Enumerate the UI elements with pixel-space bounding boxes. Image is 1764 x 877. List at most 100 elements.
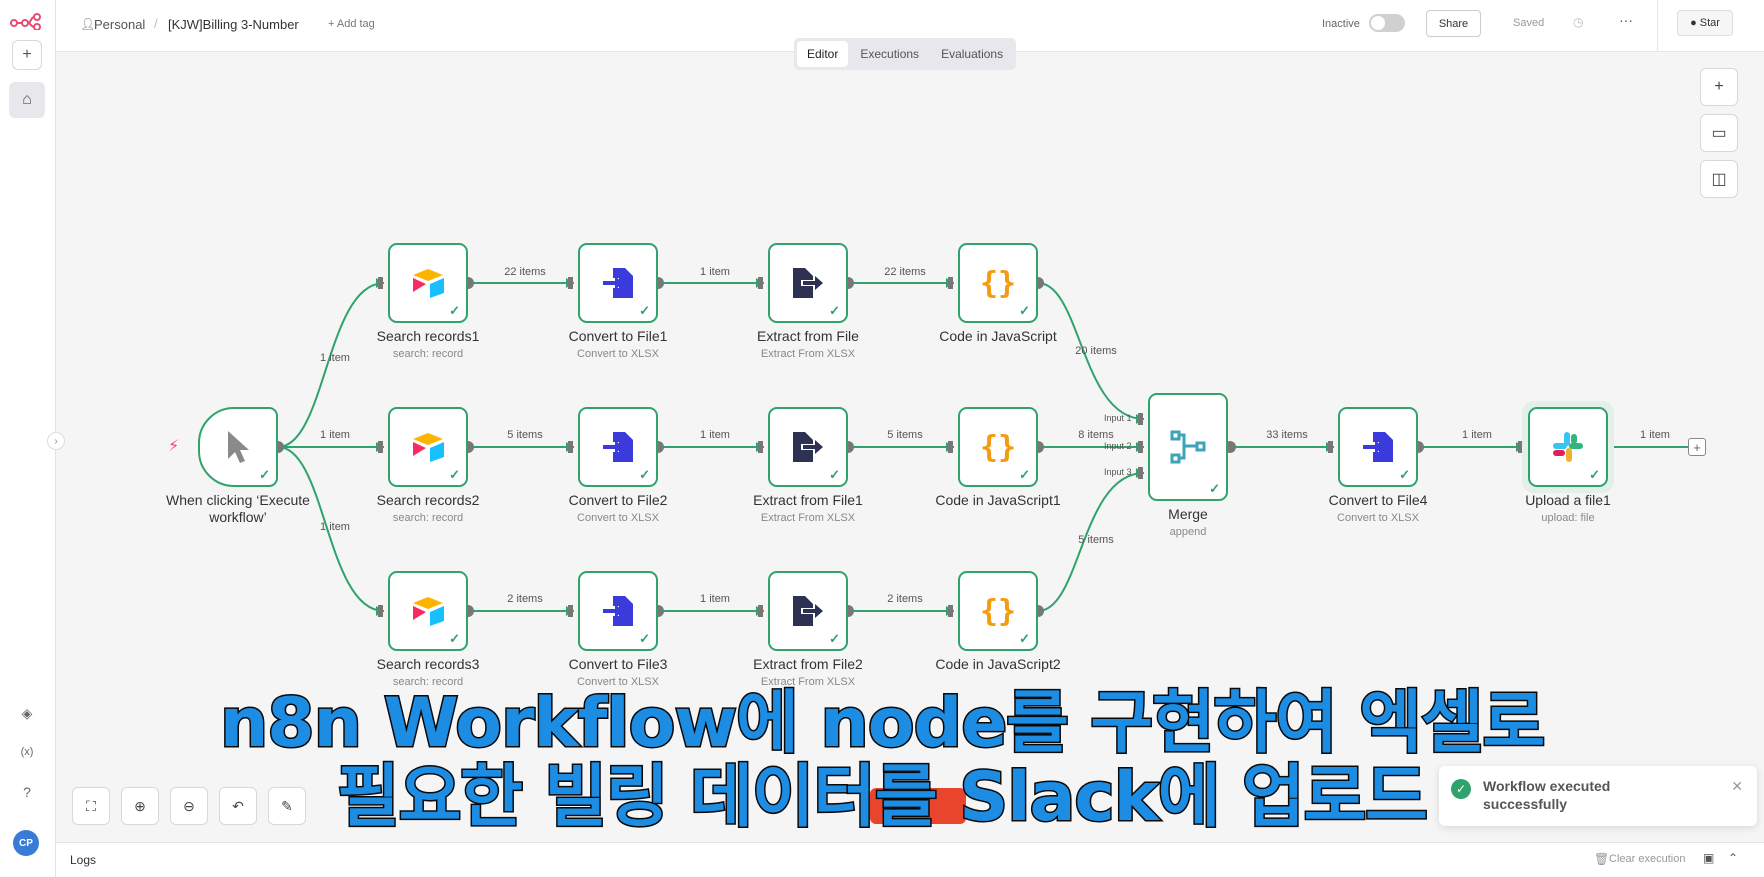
workflow-name[interactable]: [KJW]Billing 3-Number xyxy=(168,17,299,32)
node-extract-from-file1-label: Extract from File1 xyxy=(753,492,863,508)
tab-editor[interactable]: Editor xyxy=(797,41,849,67)
history-icon[interactable]: ◷ xyxy=(1573,15,1584,29)
zoom-out-button[interactable]: ⊖ xyxy=(170,787,208,825)
node-convert-to-file4-sub: Convert to XLSX xyxy=(1337,512,1419,524)
zoom-in-button[interactable]: ⊕ xyxy=(121,787,159,825)
node-search-records1[interactable]: ✓ xyxy=(388,243,468,323)
breadcrumb-workspace[interactable]: Personal xyxy=(94,17,146,32)
edge-label-code1-merge: 20 items xyxy=(1075,345,1117,357)
execute-workflow-button[interactable] xyxy=(870,788,966,824)
n8n-logo-icon[interactable] xyxy=(10,12,42,31)
extract-from-file-icon xyxy=(770,573,846,649)
github-star-button[interactable]: ●Star xyxy=(1677,10,1733,36)
view-tabs: Editor Executions Evaluations xyxy=(794,38,1017,70)
workflow-canvas[interactable]: + ⚡︎ ✓ When clicking ‘Execute workflow’ … xyxy=(56,52,1764,842)
github-icon: ● xyxy=(1690,17,1697,29)
success-check-icon: ✓ xyxy=(639,631,650,646)
node-code-in-javascript[interactable]: {}✓ xyxy=(958,243,1038,323)
node-search-records3[interactable]: ✓ xyxy=(388,571,468,651)
node-code-in-javascript2[interactable]: {}✓ xyxy=(958,571,1038,651)
breadcrumb-separator: / xyxy=(154,16,158,31)
user-icon: 👤︎ xyxy=(80,17,96,31)
success-check-icon: ✓ xyxy=(1019,303,1030,318)
node-convert-to-file3[interactable]: ✓ xyxy=(578,571,658,651)
logs-panel[interactable]: Logs 🗑︎ Clear execution ▣ ⌃ xyxy=(56,842,1764,877)
tidy-up-button[interactable]: ✎ xyxy=(268,787,306,825)
node-merge[interactable]: ✓ xyxy=(1148,393,1228,501)
success-check-icon: ✓ xyxy=(449,303,460,318)
edge-label-search1-convert1: 22 items xyxy=(504,266,546,278)
edge-code1-merge xyxy=(1037,282,1145,420)
help-icon[interactable]: ? xyxy=(23,784,31,800)
node-extract-from-file1[interactable]: ✓ xyxy=(768,407,848,487)
node-extract-from-file2[interactable]: ✓ xyxy=(768,571,848,651)
node-extract-from-file2-sub: Extract From XLSX xyxy=(760,676,856,688)
node-convert-to-file4[interactable]: ✓ xyxy=(1338,407,1418,487)
create-button[interactable]: + xyxy=(12,40,42,70)
active-toggle[interactable] xyxy=(1369,14,1405,32)
success-check-icon: ✓ xyxy=(259,467,270,482)
airtable-icon xyxy=(390,573,466,649)
extract-from-file-icon xyxy=(770,245,846,321)
node-convert-to-file1[interactable]: ✓ xyxy=(578,243,658,323)
node-code-in-javascript1[interactable]: {}✓ xyxy=(958,407,1038,487)
sidebar-collapse-icon[interactable]: › xyxy=(47,432,65,450)
add-tag-button[interactable]: + Add tag xyxy=(328,18,375,30)
edge-label-extract3-code3: 2 items xyxy=(887,593,923,605)
fit-view-button[interactable]: ⛶ xyxy=(72,787,110,825)
node-convert-to-file3-label: Convert to File3 xyxy=(568,656,668,672)
success-check-icon: ✓ xyxy=(829,467,840,482)
node-search-records3-label: Search records3 xyxy=(376,656,480,672)
templates-icon[interactable]: ◈ xyxy=(21,704,33,721)
reset-zoom-button[interactable]: ↶ xyxy=(219,787,257,825)
edge-label-trigger-search3: 1 item xyxy=(320,521,350,533)
merge-icon xyxy=(1150,395,1226,499)
success-check-icon: ✓ xyxy=(1589,467,1600,482)
edge-label-convert2-extract2: 1 item xyxy=(700,429,730,441)
convert-to-file-icon xyxy=(1340,409,1416,485)
tab-executions[interactable]: Executions xyxy=(860,47,920,61)
close-icon[interactable]: ✕ xyxy=(1731,778,1743,794)
panel-toggle-button[interactable]: ◫ xyxy=(1700,160,1738,198)
node-extract-from-file1-sub: Extract From XLSX xyxy=(760,512,856,524)
node-code-in-javascript-label: Code in JavaScript xyxy=(939,328,1057,344)
success-check-icon: ✓ xyxy=(449,631,460,646)
tab-evaluations[interactable]: Evaluations xyxy=(941,47,1004,61)
sticky-note-button[interactable]: ▭ xyxy=(1700,114,1738,152)
clear-execution-button[interactable]: Clear execution xyxy=(1609,853,1686,865)
extract-from-file-icon xyxy=(770,409,846,485)
more-options-icon[interactable]: ··· xyxy=(1619,12,1633,28)
node-convert-to-file3-sub: Convert to XLSX xyxy=(577,676,659,688)
popout-icon[interactable]: ▣ xyxy=(1703,851,1715,865)
avatar-initials: CP xyxy=(19,837,33,849)
video-caption-line2: 필요한 빌링 데이터를 Slack에 업로드 xyxy=(336,758,1430,837)
node-code-in-javascript1-label: Code in JavaScript1 xyxy=(935,492,1061,508)
active-status-label: Inactive xyxy=(1322,18,1360,30)
success-toast: ✓ Workflow executed successfully ✕ xyxy=(1439,766,1757,826)
node-trigger[interactable]: ✓ xyxy=(198,407,278,487)
edge-label-merge-convert4: 33 items xyxy=(1266,429,1308,441)
node-extract-from-file[interactable]: ✓ xyxy=(768,243,848,323)
node-convert-to-file2[interactable]: ✓ xyxy=(578,407,658,487)
chevron-up-icon[interactable]: ⌃ xyxy=(1728,851,1739,865)
node-search-records2-sub: search: record xyxy=(392,512,464,524)
success-check-icon: ✓ xyxy=(1209,481,1220,496)
saved-status: Saved xyxy=(1513,17,1545,29)
add-next-node-button[interactable]: + xyxy=(1688,438,1706,456)
avatar[interactable]: CP xyxy=(13,830,39,856)
add-node-button[interactable]: + xyxy=(1700,68,1738,106)
success-check-icon: ✓ xyxy=(1019,631,1030,646)
node-convert-to-file4-label: Convert to File4 xyxy=(1328,492,1428,508)
node-upload-a-file1[interactable]: ✓ xyxy=(1528,407,1608,487)
variables-icon[interactable]: (x) xyxy=(20,746,34,758)
node-search-records1-label: Search records1 xyxy=(376,328,480,344)
home-icon[interactable]: ⌂ xyxy=(9,82,45,118)
edge-label-search3-convert3: 2 items xyxy=(507,593,543,605)
edge-trigger-search3 xyxy=(277,446,385,612)
success-check-icon: ✓ xyxy=(639,467,650,482)
node-search-records2[interactable]: ✓ xyxy=(388,407,468,487)
edge-label-search2-convert2: 5 items xyxy=(507,429,543,441)
node-extract-from-file-sub: Extract From XLSX xyxy=(760,348,856,360)
share-button[interactable]: Share xyxy=(1426,10,1481,37)
success-check-icon: ✓ xyxy=(1019,467,1030,482)
